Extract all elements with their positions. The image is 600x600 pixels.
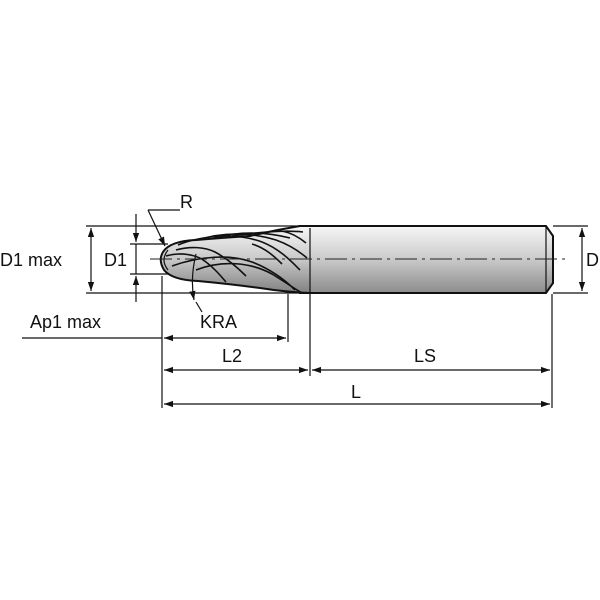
extension-lines bbox=[22, 225, 588, 408]
tool-body bbox=[159, 225, 554, 294]
label-kra: KRA bbox=[200, 312, 237, 332]
label-l: L bbox=[351, 382, 361, 402]
label-ap1-max: Ap1 max bbox=[30, 312, 101, 332]
label-l2: L2 bbox=[222, 346, 242, 366]
ball-nose-arc bbox=[163, 249, 169, 271]
kra-arc bbox=[189, 253, 197, 301]
label-d1: D1 bbox=[104, 250, 127, 270]
label-d: D bbox=[586, 250, 599, 270]
label-ls: LS bbox=[414, 346, 436, 366]
label-r: R bbox=[180, 192, 193, 212]
dimension-labels: R D1 max D1 D KRA Ap1 max L2 LS L bbox=[0, 192, 599, 402]
dimension-lines bbox=[87, 209, 586, 408]
label-d1-max: D1 max bbox=[0, 250, 62, 270]
flute-lines bbox=[165, 230, 308, 294]
